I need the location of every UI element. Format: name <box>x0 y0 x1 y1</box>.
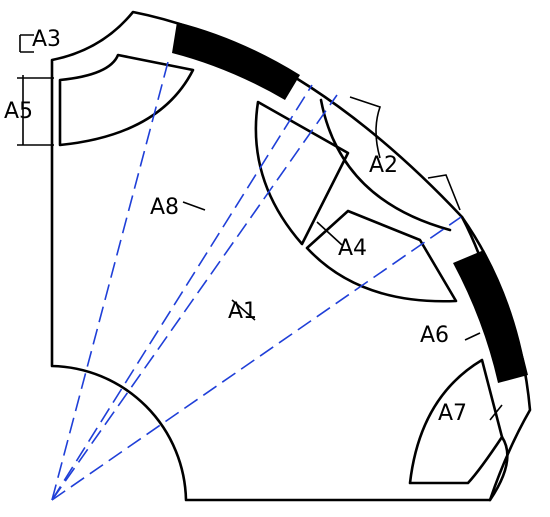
a4-leader <box>316 221 343 246</box>
filled-blocks-group <box>172 22 528 383</box>
label-a2: A2 <box>369 153 398 178</box>
a7-leader <box>489 404 503 421</box>
label-a3: A3 <box>32 27 61 52</box>
label-a6: A6 <box>420 323 449 348</box>
middle-lower-pocket <box>305 209 458 303</box>
label-a7: A7 <box>438 401 467 426</box>
dashed-lines-group <box>51 61 462 501</box>
a3-dimension-line <box>19 34 34 53</box>
dashed-line-3 <box>51 94 338 501</box>
label-a8: A8 <box>150 195 179 220</box>
label-a5: A5 <box>4 99 33 124</box>
label-a4: A4 <box>338 236 367 261</box>
labels-group: A3 A5 A2 A8 A4 A1 A6 A7 <box>4 27 467 426</box>
dashed-line-4 <box>51 216 462 501</box>
middle-upper-pocket <box>254 100 350 246</box>
dashed-line-1 <box>51 61 169 501</box>
inner-arc <box>319 98 452 232</box>
top-left-pocket <box>58 53 195 147</box>
label-a1: A1 <box>228 299 257 324</box>
outline-group <box>50 10 532 502</box>
main-outline <box>50 10 532 502</box>
bottom-right-offset-arc <box>488 435 509 502</box>
a5-dimension-line <box>17 75 54 146</box>
dashed-line-2 <box>51 84 313 501</box>
a6-leader <box>464 332 481 341</box>
bottom-right-pocket <box>408 358 504 485</box>
a2-dimension-arc <box>349 96 461 211</box>
a1-leader <box>231 299 256 321</box>
top-black-block <box>172 22 300 100</box>
right-black-block <box>453 250 528 383</box>
a8-leader <box>182 201 206 211</box>
dimension-lines-group <box>17 34 503 421</box>
